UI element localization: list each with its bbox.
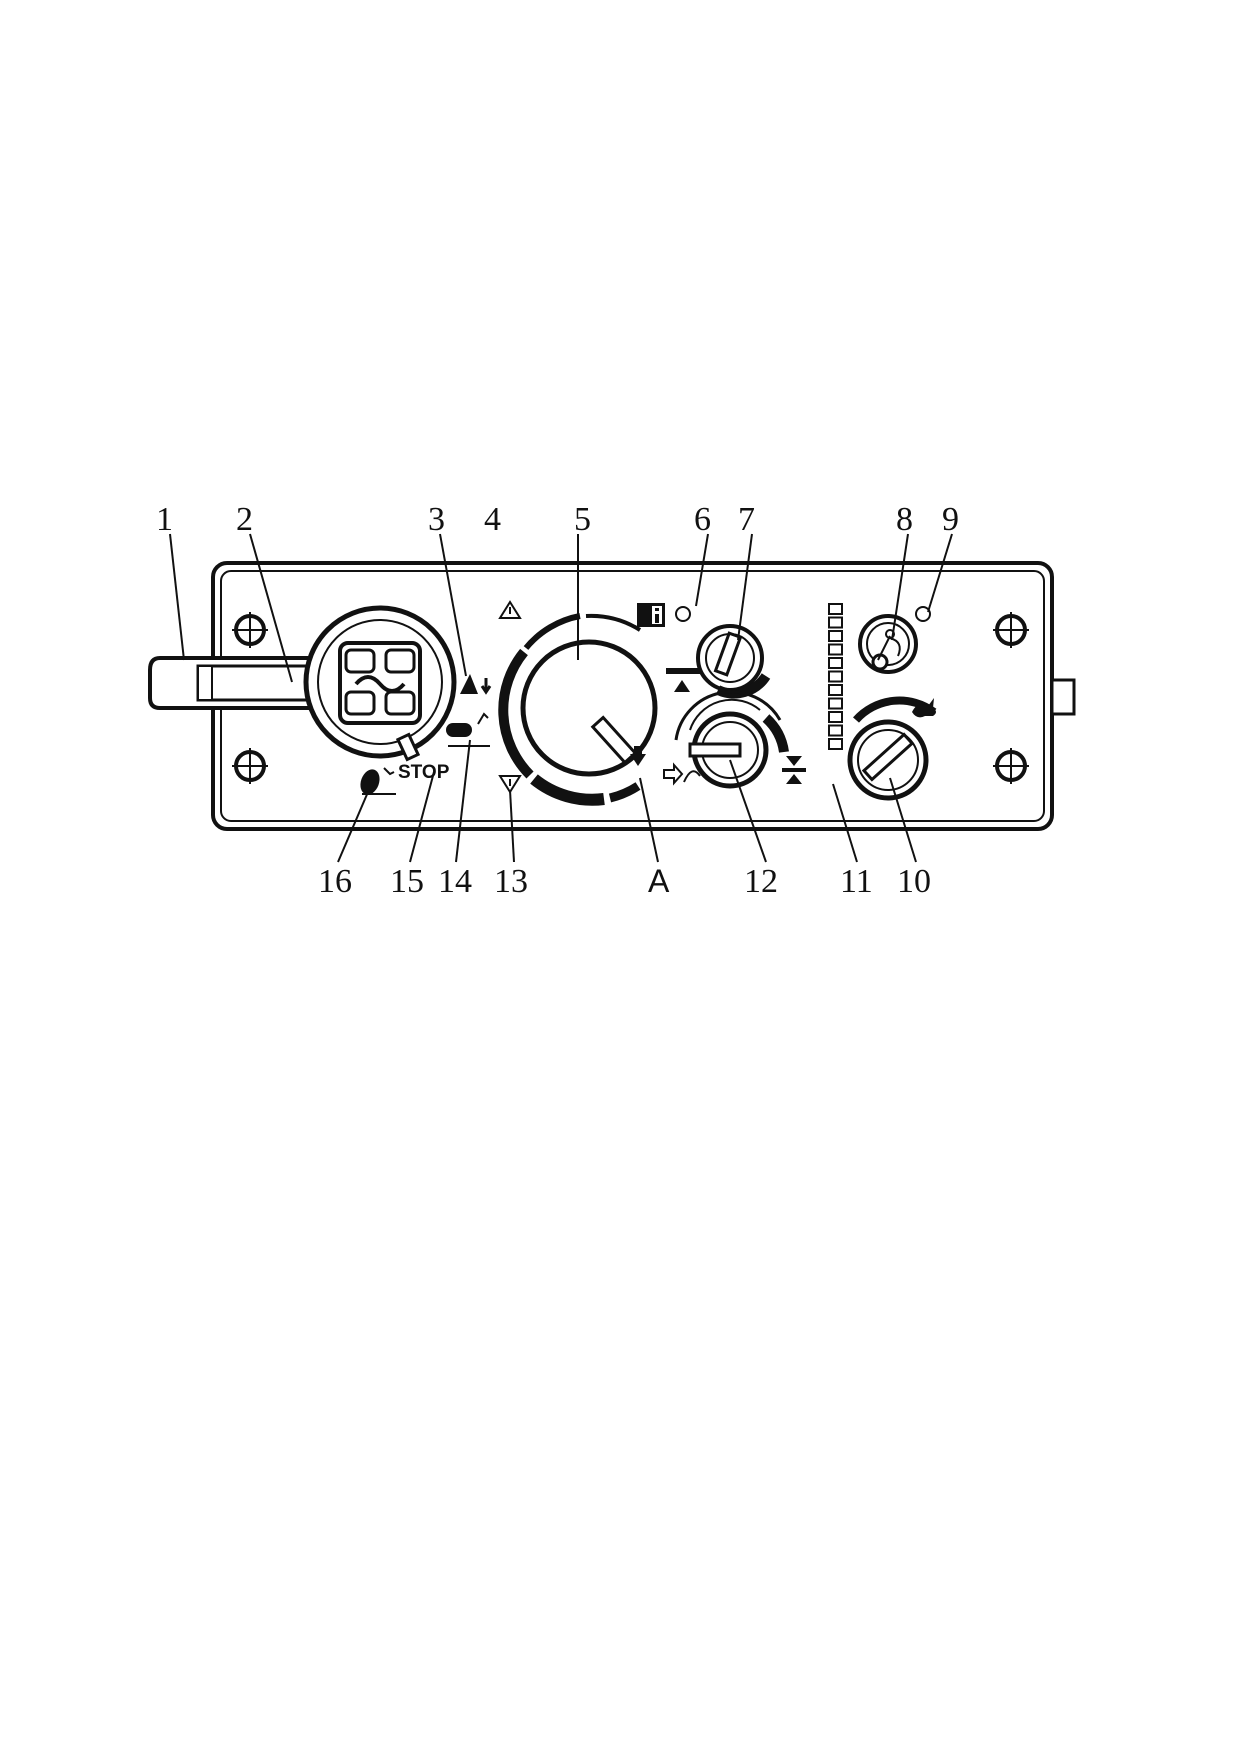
callout-2: 2	[236, 501, 253, 538]
callout-7: 7	[738, 501, 755, 538]
indicator-lamp-9	[915, 606, 931, 622]
key-switch[interactable]	[303, 605, 457, 762]
callout-13: 13	[494, 863, 528, 900]
bar-segment	[828, 738, 843, 750]
callout-8: 8	[896, 501, 913, 538]
key-lever[interactable]	[148, 656, 320, 710]
callout-6: 6	[694, 501, 711, 538]
spool-switch[interactable]	[858, 614, 918, 674]
indicator-lamp-6	[675, 606, 691, 622]
torch-down-icon	[460, 674, 492, 695]
callout-11: 11	[840, 863, 873, 900]
callout-10: 10	[897, 863, 931, 900]
bar-indicator	[828, 603, 843, 750]
callout-15: 15	[390, 863, 424, 900]
bar-segment	[828, 697, 843, 710]
bar-segment	[828, 684, 843, 696]
callout-A: A	[648, 863, 670, 899]
feed-icon	[663, 762, 701, 786]
screw-icon	[232, 612, 268, 648]
knob-12[interactable]	[674, 690, 789, 789]
screw-icon	[993, 612, 1029, 648]
info-icon	[637, 603, 665, 627]
bar-segment	[828, 670, 843, 683]
bar-segment	[828, 657, 843, 669]
callout-14: 14	[438, 863, 472, 900]
callout-1: 1	[156, 501, 173, 538]
callout-12: 12	[744, 863, 778, 900]
leader-lines	[169, 533, 953, 863]
callout-9: 9	[942, 501, 959, 538]
rabbit-icon	[912, 698, 936, 718]
bar-segment	[828, 724, 843, 737]
knob-7[interactable]	[696, 624, 771, 699]
warning-triangle-icon	[498, 600, 522, 619]
bar-segment	[828, 616, 843, 629]
down-triangle-icon	[498, 775, 522, 794]
knob-10[interactable]	[847, 696, 937, 801]
stop-label: STOP	[398, 762, 450, 783]
callout-5: 5	[574, 501, 591, 538]
callout-3: 3	[428, 501, 445, 538]
callout-4: 4	[484, 501, 501, 538]
callout-16: 16	[318, 863, 352, 900]
screw-icon	[232, 748, 268, 784]
arrow-up-icon	[666, 668, 700, 692]
screw-icon	[993, 748, 1029, 784]
bar-segment	[828, 630, 843, 642]
bar-segment	[828, 643, 843, 656]
bar-segment	[828, 603, 843, 615]
main-dial[interactable]	[498, 613, 658, 806]
bar-segment	[828, 711, 843, 723]
arrow-down-icon	[782, 756, 806, 784]
